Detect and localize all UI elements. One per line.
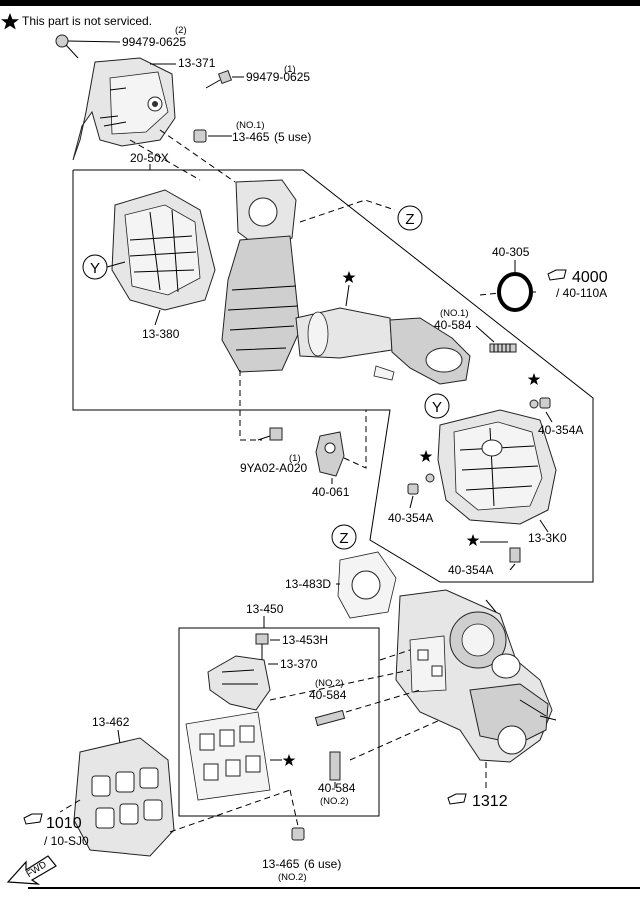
star-icon bbox=[282, 754, 296, 766]
turbocharger bbox=[395, 589, 557, 763]
svg-text:4000: 4000 bbox=[572, 269, 608, 286]
gasket-13-483d bbox=[337, 551, 397, 619]
top-rule bbox=[0, 0, 640, 6]
svg-text:1010: 1010 bbox=[46, 815, 82, 832]
part-40-305: 40-305 bbox=[492, 245, 530, 259]
heat-insulator-13-371 bbox=[72, 57, 176, 161]
stud-40-584-no1 bbox=[489, 343, 517, 353]
pointing-hand-icon bbox=[447, 793, 467, 805]
part-13-453h: 13-453H bbox=[282, 633, 328, 647]
star-icon bbox=[466, 534, 480, 546]
callout-z-1 bbox=[397, 205, 423, 231]
part-13-465-5: 13-465 bbox=[232, 130, 270, 144]
ref-4000: 4000 bbox=[547, 269, 608, 286]
manifold-gasket bbox=[185, 711, 271, 801]
catalytic-converter bbox=[221, 179, 471, 385]
part-40-584-c: 40-584 bbox=[318, 781, 356, 795]
bolt-99479-0625-a bbox=[55, 34, 79, 59]
no2-label-c: (NO.2) bbox=[278, 872, 307, 883]
bottom-rule bbox=[28, 887, 640, 889]
nut-13-465-top bbox=[193, 129, 207, 143]
no1-label-b: (NO.1) bbox=[440, 308, 469, 319]
not-serviced-note: This part is not serviced. bbox=[22, 14, 152, 28]
stud-40-584-no2-b bbox=[329, 751, 341, 781]
callout-z-2-text: Z bbox=[339, 530, 348, 547]
part-13-483d: 13-483D bbox=[285, 577, 331, 591]
part-13-370: 13-370 bbox=[280, 657, 318, 671]
stud-40-584-no2-a bbox=[314, 709, 346, 727]
heat-insulator-13-3k0 bbox=[437, 409, 557, 525]
part-9ya02-a020: 9YA02-A020 bbox=[240, 461, 307, 475]
part-13-3k0: 13-3K0 bbox=[528, 531, 567, 545]
part-99479-0625-a: 99479-0625 bbox=[122, 35, 186, 49]
star-icon bbox=[527, 373, 541, 385]
no2-label-a: (NO.2) bbox=[315, 678, 344, 689]
header-note: This part is not serviced. bbox=[1, 13, 152, 30]
part-13-462: 13-462 bbox=[92, 715, 130, 729]
part-20-50x: 20-50X bbox=[130, 151, 169, 165]
bolt-9ya02-a020 bbox=[257, 427, 283, 441]
heat-insulator-13-380 bbox=[111, 189, 216, 311]
star-icon bbox=[1, 13, 19, 30]
heat-shield-13-462 bbox=[73, 737, 175, 857]
pointing-hand-icon bbox=[547, 269, 567, 281]
part-99479-0625-b: 99479-0625 bbox=[246, 70, 310, 84]
assembly-outline-13-450 bbox=[178, 627, 380, 817]
callout-y-2-text: Y bbox=[432, 399, 442, 416]
ref-40-110a: / 40-110A bbox=[556, 286, 607, 300]
part-13-380: 13-380 bbox=[142, 327, 180, 341]
part-40-061: 40-061 bbox=[312, 485, 350, 499]
fwd-arrow-icon: FWD bbox=[6, 855, 57, 885]
pointing-hand-icon bbox=[23, 813, 43, 825]
ref-10-sj0: / 10-SJ0 bbox=[44, 834, 89, 848]
part-13-465-6: 13-465 bbox=[262, 857, 300, 871]
callout-z-2 bbox=[331, 524, 357, 550]
part-40-584-b: 40-584 bbox=[309, 688, 347, 702]
rubber-mount-40-061 bbox=[315, 431, 345, 477]
no1-label-a: (NO.1) bbox=[236, 120, 265, 131]
ref-1312: 1312 bbox=[447, 793, 508, 810]
callout-z-1-text: Z bbox=[405, 211, 414, 228]
assembly-outline-20-50x bbox=[72, 169, 594, 583]
star-icon bbox=[419, 450, 433, 462]
part-40-354a-3: 40-354A bbox=[448, 563, 493, 577]
part-40-354a-1: 40-354A bbox=[538, 423, 583, 437]
no2-label-b: (NO.2) bbox=[320, 796, 349, 807]
qty-1-label-9ya: (1) bbox=[289, 453, 301, 464]
qty-2-label: (2) bbox=[175, 25, 187, 36]
part-13-450: 13-450 bbox=[246, 602, 284, 616]
qty-1-label: (1) bbox=[284, 64, 296, 75]
use-5-label: (5 use) bbox=[274, 130, 311, 144]
bolt-99479-0625-b bbox=[205, 69, 233, 89]
callout-y-2 bbox=[424, 393, 450, 419]
star-icon bbox=[342, 271, 356, 283]
part-13-371: 13-371 bbox=[178, 56, 216, 70]
callout-y-1-text: Y bbox=[90, 260, 100, 277]
gasket-40-305 bbox=[497, 272, 533, 312]
ref-1010: 1010 bbox=[23, 813, 82, 832]
bracket-13-370 bbox=[207, 655, 271, 711]
part-40-354a-2: 40-354A bbox=[388, 511, 433, 525]
nut-13-465-bottom bbox=[291, 827, 305, 841]
part-40-584-a: 40-584 bbox=[434, 318, 472, 332]
bolt-13-453h bbox=[255, 633, 269, 660]
svg-text:1312: 1312 bbox=[472, 793, 508, 810]
use-6-label: (6 use) bbox=[304, 857, 341, 871]
